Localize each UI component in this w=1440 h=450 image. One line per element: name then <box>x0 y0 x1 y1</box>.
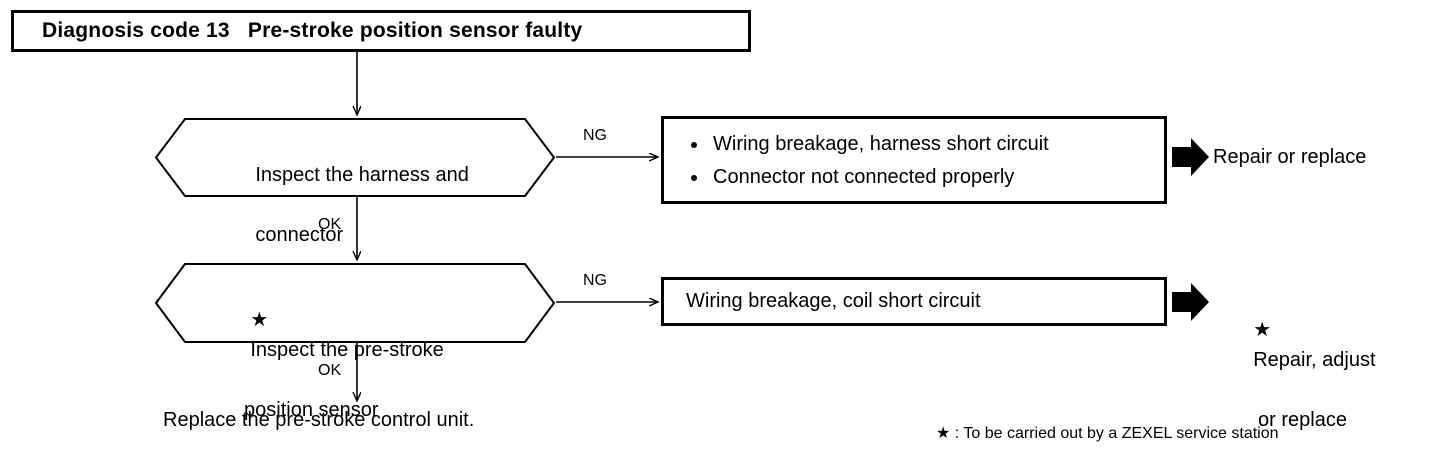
outcome-repair-or-replace: Repair or replace <box>1213 146 1367 168</box>
decision-2-label: ★ Inspect the pre-stroke position sensor <box>217 275 444 450</box>
star-icon: ★ <box>250 309 269 331</box>
harness-fault-list: Wiring breakage, harness short circuit C… <box>664 119 1164 194</box>
block-arrow-outcome-1 <box>1172 138 1209 176</box>
hexagon-outline <box>154 263 556 343</box>
edge-label-ng-1: NG <box>583 127 607 144</box>
edge-label-ok-1: OK <box>318 216 342 233</box>
diagnosis-title-box: Diagnosis code 13 Pre-stroke position se… <box>11 10 751 52</box>
decision-1-line-2: connector <box>255 224 344 246</box>
list-item-text: Wiring breakage, harness short circuit <box>713 133 1049 155</box>
footnote-zexel-service: ★ : To be carried out by a ZEXEL service… <box>936 425 1279 442</box>
list-item: Wiring breakage, harness short circuit <box>664 128 1164 161</box>
edge-label-ng-2: NG <box>583 272 607 289</box>
list-item-text: Connector not connected properly <box>713 166 1015 188</box>
star-icon: ★ <box>1253 319 1272 341</box>
decision-1-line-1: Inspect the harness and <box>255 164 469 186</box>
bullet-icon <box>691 175 697 181</box>
hexagon-outline <box>154 118 556 197</box>
outcome-2-line-1: Repair, adjust <box>1253 349 1376 371</box>
result-box-sensor-faults: Wiring breakage, coil short circuit <box>661 277 1167 326</box>
decision-node-inspect-pre-stroke-position-sensor: ★ Inspect the pre-stroke position sensor <box>154 263 556 421</box>
terminal-action-text: Replace the pre-stroke control unit. <box>163 409 475 431</box>
edge-label-ok-2: OK <box>318 362 342 379</box>
decision-node-inspect-harness-connector: Inspect the harness and connector <box>154 118 556 246</box>
decision-2-line-2: position sensor <box>244 399 379 421</box>
block-arrow-outcome-2 <box>1172 283 1209 321</box>
decision-2-line-1: Inspect the pre-stroke <box>250 339 444 361</box>
page-title: Diagnosis code 13 Pre-stroke position se… <box>42 19 583 42</box>
sensor-fault-text: Wiring breakage, coil short circuit <box>686 290 981 312</box>
bullet-icon <box>691 142 697 148</box>
list-item: Connector not connected properly <box>664 161 1164 194</box>
result-box-harness-faults: Wiring breakage, harness short circuit C… <box>661 116 1167 204</box>
outcome-2-line-2: or replace <box>1258 409 1347 431</box>
outcome-repair-adjust-or-replace: ★ Repair, adjust or replace <box>1231 285 1376 450</box>
decision-1-label: Inspect the harness and connector <box>222 130 469 280</box>
